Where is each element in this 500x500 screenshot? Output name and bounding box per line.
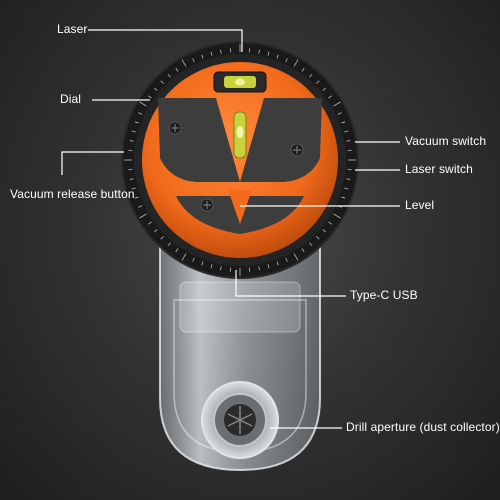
dial-tick — [139, 101, 147, 107]
dial-tick — [139, 213, 147, 219]
dial-tick — [192, 58, 195, 63]
callout-dial: Dial — [60, 92, 82, 106]
drill-aperture — [201, 381, 279, 459]
dial-tick — [210, 264, 213, 269]
dial-tick — [160, 80, 164, 84]
dial-tick — [181, 253, 187, 261]
callout-lines — [61, 29, 400, 429]
dial-tick — [276, 261, 279, 266]
dial-tick — [134, 196, 139, 199]
dial-tick — [276, 54, 279, 59]
dial-tick — [309, 73, 313, 78]
dial-tick — [210, 51, 213, 56]
screw-icon — [290, 143, 304, 157]
dial-tick — [220, 49, 222, 54]
dial-tick — [346, 140, 351, 142]
arrow-pointer-icon — [228, 190, 252, 224]
callout-type-c-usb: Type-C USB — [350, 288, 418, 302]
dial-tick — [341, 196, 346, 199]
dial-tick — [309, 242, 313, 247]
dial-tick — [131, 187, 136, 190]
dial-tick — [285, 58, 288, 63]
dial-tick — [258, 266, 260, 271]
dial-tick — [148, 95, 152, 99]
callout-laser-switch: Laser switch — [405, 162, 473, 176]
dial-tick — [344, 130, 349, 133]
dial-tick — [333, 213, 341, 219]
callout-laser: Laser — [57, 22, 88, 36]
dial-tick — [322, 87, 327, 91]
bubble-level-icon — [233, 111, 247, 159]
dial-tick — [129, 140, 134, 142]
dial-tick — [201, 261, 204, 266]
clear-housing — [159, 227, 321, 472]
dial-tick — [134, 121, 139, 124]
dial-tick — [301, 68, 305, 72]
dial-tick — [258, 49, 260, 54]
dial-tick — [160, 236, 164, 240]
dial-tick — [129, 178, 134, 180]
callout-vacuum-switch: Vacuum switch — [405, 134, 487, 148]
dial-tick — [181, 59, 187, 67]
dial-tick — [344, 187, 349, 190]
dial-tick — [341, 121, 346, 124]
callout-drill-aperture: Drill aperture (dust collector) — [346, 420, 500, 434]
callout-level: Level — [405, 198, 435, 212]
dial-tick — [167, 73, 171, 78]
dial-tick — [138, 112, 143, 115]
dial-tick — [167, 242, 171, 247]
dial-tick — [192, 257, 195, 262]
laser-body — [142, 62, 338, 258]
dial-ticks — [124, 44, 356, 276]
dial-tick — [138, 205, 143, 208]
dial-tick — [201, 54, 204, 59]
dial-tick — [153, 229, 158, 233]
dial-tick — [220, 266, 222, 271]
dial-tick — [322, 229, 327, 233]
screw-icon — [168, 121, 182, 135]
dial-tick — [293, 253, 299, 261]
dial-tick — [267, 51, 270, 56]
dial-tick — [131, 130, 136, 133]
screw-icon — [200, 198, 214, 212]
dial-tick — [175, 68, 179, 72]
dial-tick — [301, 248, 305, 252]
dial-tick — [346, 178, 351, 180]
dial-tick — [153, 87, 158, 91]
dial-tick — [316, 236, 320, 240]
dial-tick — [293, 59, 299, 67]
dial-tick — [328, 221, 332, 225]
dial-tick — [285, 257, 288, 262]
callout-vacuum-release-button: Vacuum release button — [10, 187, 135, 201]
dial-tick — [267, 264, 270, 269]
dial-tick — [328, 95, 332, 99]
dial-tick — [333, 101, 341, 107]
dial-tick — [316, 80, 320, 84]
dial-tick — [148, 221, 152, 225]
dial-tick — [175, 248, 179, 252]
dial-tick — [337, 112, 342, 115]
